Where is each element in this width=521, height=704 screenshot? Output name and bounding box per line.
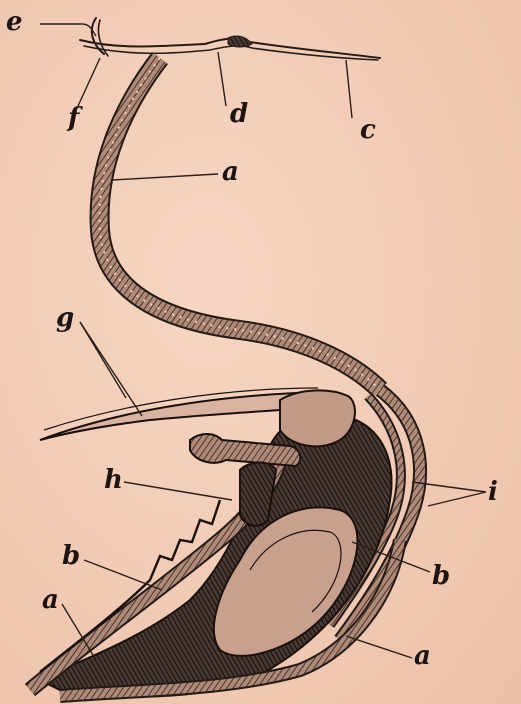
label-a-top: a: [222, 157, 239, 187]
label-g: g: [56, 303, 74, 333]
label-b-left: b: [62, 541, 80, 571]
label-e: e: [6, 7, 23, 37]
label-i: i: [488, 477, 498, 507]
label-c: c: [360, 115, 376, 145]
label-d: d: [230, 99, 248, 129]
top-membrane: [80, 18, 380, 60]
label-a-bottom: a: [414, 641, 431, 671]
label-b-right: b: [432, 561, 450, 591]
label-h: h: [104, 465, 123, 495]
label-f: f: [66, 103, 83, 133]
label-a-left: a: [42, 585, 59, 615]
